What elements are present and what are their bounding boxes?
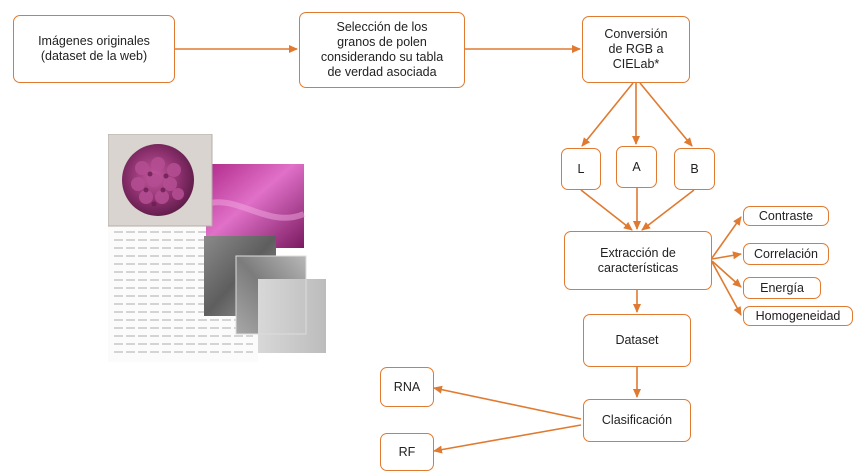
arrow-b-to-extraction	[641, 189, 695, 231]
arrow-classification-to-rf	[433, 424, 582, 454]
node-conversion: Conversión de RGB a CIELab*	[582, 16, 690, 83]
arrow-conversion-to-b	[639, 82, 693, 147]
pollen-grain-photo	[108, 134, 213, 227]
arrow-classification-to-rna	[433, 385, 582, 420]
magenta-channel-image	[206, 164, 304, 248]
arrow-l-to-extraction	[580, 189, 633, 231]
node-selection: Selección de los granos de polen conside…	[299, 12, 465, 88]
arrow-extraction-to-correlation	[711, 251, 742, 260]
node-feature-correlation: Correlación	[743, 243, 829, 265]
node-feature-homogeneity: Homogeneidad	[743, 306, 853, 326]
node-dataset: Dataset	[583, 314, 691, 367]
arrow-conversion-to-l	[581, 82, 634, 147]
node-rf: RF	[380, 433, 434, 471]
node-feature-energy: Energía	[743, 277, 821, 299]
arrow-extraction-to-contrast	[711, 216, 742, 259]
node-original-images: Imágenes originales (dataset de la web)	[13, 15, 175, 83]
pollen-image-collage-icon	[108, 134, 326, 362]
node-feature-contrast: Contraste	[743, 206, 829, 226]
node-channel-l: L	[561, 148, 601, 190]
arrow-extraction-to-energy	[711, 260, 742, 288]
node-extraction: Extracción de características	[564, 231, 712, 290]
node-classification: Clasificación	[583, 399, 691, 442]
arrow-extraction-to-homogeneity	[711, 261, 742, 316]
node-rna: RNA	[380, 367, 434, 407]
grayscale-texture-images	[204, 236, 326, 353]
node-channel-b: B	[674, 148, 715, 190]
node-channel-a: A	[616, 146, 657, 188]
